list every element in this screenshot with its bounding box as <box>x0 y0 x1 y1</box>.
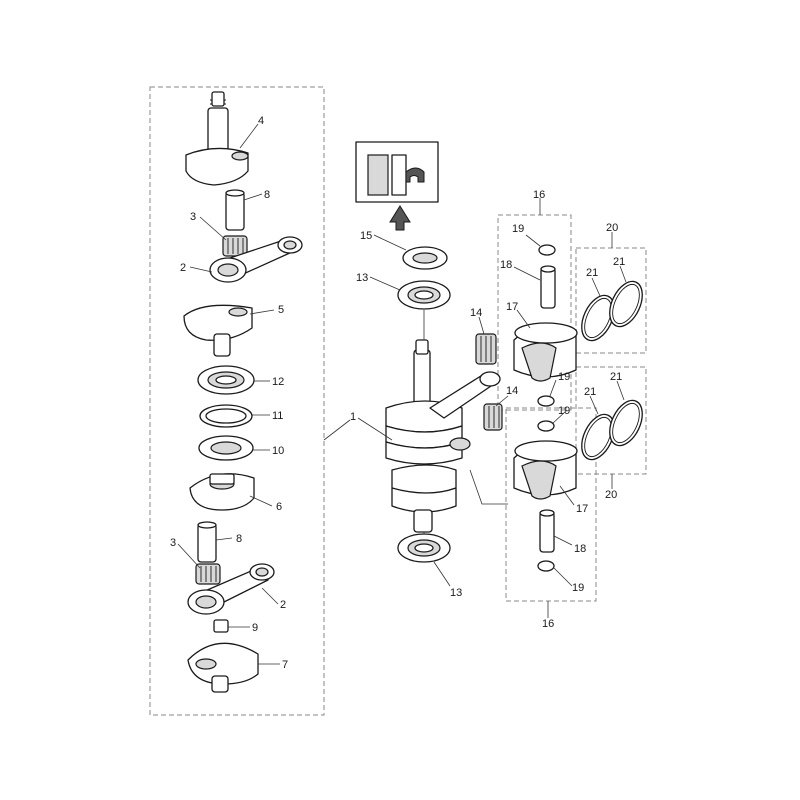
callout-3-upper: 3 <box>190 211 196 223</box>
callout-8-lower: 8 <box>236 533 242 545</box>
callout-18-upper: 18 <box>500 259 512 271</box>
callout-6: 6 <box>276 501 282 513</box>
ball-bearing-left <box>197 365 255 395</box>
needle-bearing-lower <box>195 563 221 585</box>
piston-lower <box>513 440 578 500</box>
crank-pin-lower <box>197 521 217 563</box>
oil-seal-left <box>198 435 254 461</box>
piston-rings-lower <box>581 399 643 461</box>
leader-lines <box>177 123 627 665</box>
piston-group-box-upper <box>497 214 572 411</box>
piston-pin-lower <box>539 509 555 553</box>
ball-bearing-top <box>397 280 451 310</box>
small-plug <box>213 619 229 633</box>
piston-upper <box>513 322 578 382</box>
callout-12: 12 <box>272 376 284 388</box>
callout-19-c: 19 <box>558 405 570 417</box>
callout-14-lower: 14 <box>506 385 518 397</box>
callout-20-upper: 20 <box>606 222 618 234</box>
crank-half-upper-with-shaft <box>185 91 249 186</box>
callout-5: 5 <box>278 304 284 316</box>
circlip-upper-bottom <box>537 395 555 407</box>
callout-21-b: 21 <box>613 256 625 268</box>
needle-bearing-center-upper <box>475 333 497 365</box>
crankshaft-assembled <box>385 339 501 533</box>
crank-pin-upper <box>225 189 245 231</box>
callout-21-c: 21 <box>584 386 596 398</box>
seal-detail-inset <box>355 141 439 231</box>
piston-group-box-lower <box>505 407 597 602</box>
callout-16-upper: 16 <box>533 189 545 201</box>
callout-19-a: 19 <box>512 223 524 235</box>
callout-20-lower: 20 <box>605 489 617 501</box>
circlip-upper-top <box>538 244 556 256</box>
callout-15: 15 <box>360 230 372 242</box>
callout-4: 4 <box>258 115 264 127</box>
ring-group-box-upper <box>575 247 647 354</box>
callout-16-lower: 16 <box>542 618 554 630</box>
callout-14-upper: 14 <box>470 307 482 319</box>
ball-bearing-bottom <box>397 533 451 563</box>
piston-pin-upper <box>540 265 556 309</box>
callout-17-upper: 17 <box>506 301 518 313</box>
callout-11: 11 <box>272 410 283 422</box>
callout-3-lower: 3 <box>170 537 176 549</box>
callout-10: 10 <box>272 445 284 457</box>
callout-19-b: 19 <box>558 371 570 383</box>
needle-bearing-center-lower <box>483 403 503 431</box>
callout-9: 9 <box>252 622 258 634</box>
connecting-rod-upper <box>209 236 303 283</box>
callout-13-lower: 13 <box>450 587 462 599</box>
callout-21-a: 21 <box>586 267 598 279</box>
callout-2-lower: 2 <box>280 599 286 611</box>
ring-group-box-lower <box>575 366 647 475</box>
oil-seal-top <box>402 246 448 270</box>
circlip-lower-bottom <box>537 560 555 572</box>
crank-web-lower <box>189 473 255 511</box>
crank-half-lower-with-shaft <box>187 642 259 693</box>
piston-rings-upper <box>581 280 643 342</box>
callout-7: 7 <box>282 659 288 671</box>
connecting-rod-lower <box>187 563 275 615</box>
callout-21-d: 21 <box>610 371 622 383</box>
crankshaft-assembly-group-box <box>149 86 325 716</box>
group-connector-line <box>323 419 351 441</box>
circlip-lower-top <box>537 420 555 432</box>
callout-8-upper: 8 <box>264 189 270 201</box>
callout-19-d: 19 <box>572 582 584 594</box>
callout-13-upper: 13 <box>356 272 368 284</box>
callout-18-lower: 18 <box>574 543 586 555</box>
callout-17-lower: 17 <box>576 503 588 515</box>
callout-1: 1 <box>350 411 356 423</box>
callout-2-upper: 2 <box>180 262 186 274</box>
crank-web-middle <box>183 304 253 357</box>
snap-ring-left <box>199 404 253 428</box>
